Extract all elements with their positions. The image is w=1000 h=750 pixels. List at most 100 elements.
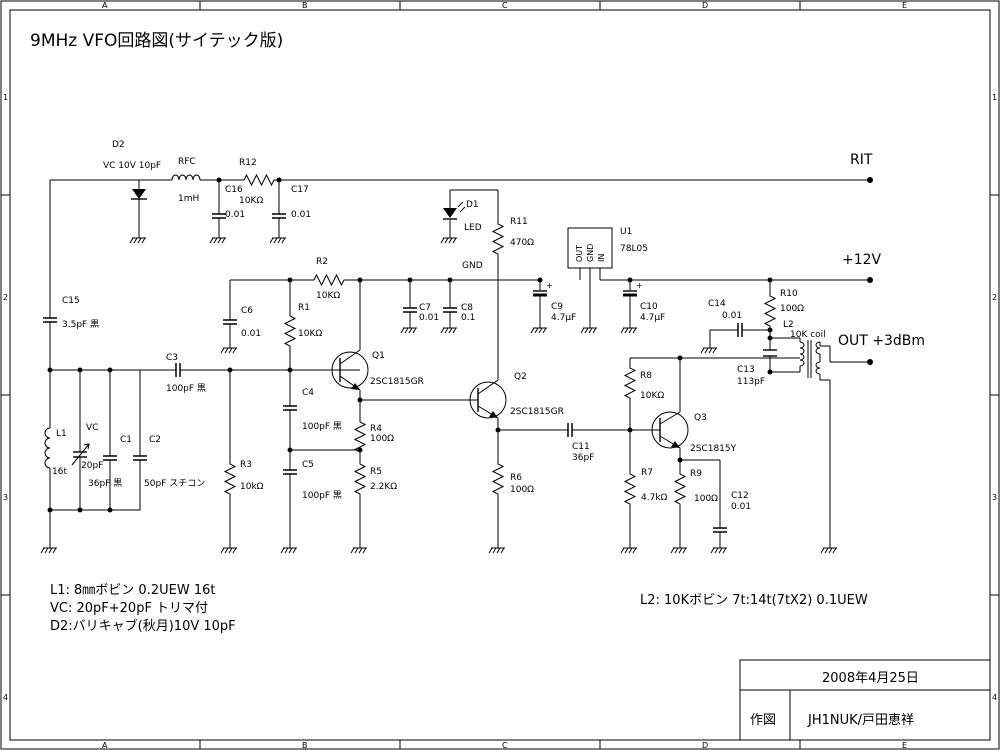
col-label: B (302, 741, 308, 750)
c14-capacitor (729, 322, 751, 338)
c5-value: 100pF 黒 (302, 490, 342, 501)
c4-label: C4 (302, 388, 314, 398)
border-labels: A B C D E A B C D E 1 2 3 4 1 2 3 4 (3, 1, 997, 750)
c6-capacitor (222, 311, 238, 333)
c8-capacitor (442, 299, 458, 321)
r9-resistor (674, 469, 686, 507)
u1-regulator: OUT GND IN (567, 227, 613, 280)
row-label: 4 (992, 693, 997, 702)
r4-label: R4 (370, 424, 382, 434)
c13-value: 113pF (737, 377, 765, 387)
rfc-label: RFC (178, 157, 196, 167)
row-label: 1 (992, 93, 997, 102)
c15-label: C15 (62, 296, 80, 306)
svg-text:+: + (636, 281, 643, 290)
c1-capacitor (102, 447, 118, 469)
c7-label: C7 (419, 303, 431, 313)
c15-capacitor (42, 309, 58, 331)
r8-value: 10KΩ (640, 391, 664, 401)
col-label: D (702, 741, 708, 750)
c9-value: 4.7μF (551, 313, 576, 323)
col-label: E (902, 1, 907, 10)
d2-value: VC 10V 10pF (103, 161, 161, 171)
r12-value: 10KΩ (239, 196, 263, 206)
row-label: 4 (3, 693, 8, 702)
c17-capacitor (271, 205, 287, 227)
r3-label: R3 (240, 460, 252, 470)
c3-label: C3 (166, 353, 178, 363)
r5-label: R5 (370, 467, 382, 477)
r2-label: R2 (316, 257, 328, 267)
c10-electrolytic-symbol: + (623, 281, 643, 302)
r10-value: 100Ω (780, 304, 804, 314)
col-label: C (502, 741, 508, 750)
rfc-inductor-symbol (171, 174, 201, 181)
c3-capacitor (167, 362, 189, 378)
c2-capacitor (132, 447, 148, 469)
q1-value: 2SC1815GR (370, 377, 424, 387)
c7-capacitor (402, 299, 418, 321)
r7-value: 4.7kΩ (641, 493, 668, 503)
col-label: C (502, 1, 508, 10)
c4-value: 100pF 黒 (302, 421, 342, 432)
q3-transistor (651, 411, 689, 449)
r1-value: 10KΩ (298, 329, 322, 339)
schematic-title: 9MHz VFO回路図(サイテック版) (30, 31, 283, 51)
r9-label: R9 (690, 469, 702, 479)
row-label: 2 (3, 293, 8, 302)
r1-label: R1 (298, 303, 310, 313)
d2-varicap-symbol (131, 189, 147, 200)
c14-label: C14 (708, 299, 726, 309)
note-l1: L1: 8㎜ボビン 0.2UEW 16t (50, 583, 215, 598)
r11-label: R11 (510, 217, 528, 227)
c2-value: 50pF スチコン (144, 478, 205, 489)
vc-value: 20pF (81, 461, 103, 471)
l1-value: 16t (52, 467, 67, 477)
u1-pin-gnd: GND (586, 244, 595, 262)
c17-label: C17 (291, 185, 309, 195)
r8-resistor (624, 363, 636, 401)
r5-resistor (354, 459, 366, 497)
r3-value: 10kΩ (240, 482, 264, 492)
col-label: A (102, 741, 108, 750)
r9-value: 100Ω (694, 494, 718, 504)
row-label: 3 (3, 493, 8, 502)
r1-resistor (284, 311, 296, 349)
notes: L1: 8㎜ボビン 0.2UEW 16t VC: 20pF+20pF トリマ付 … (50, 583, 868, 634)
c1-label: C1 (120, 435, 132, 445)
l2-value: 10K coil (790, 330, 826, 340)
u1-label: U1 (620, 227, 632, 237)
c11-label: C11 (572, 442, 590, 452)
vc-label: VC (86, 423, 98, 433)
u1-pin-in: IN (597, 254, 606, 262)
r12-label: R12 (239, 158, 257, 168)
l2-transformer-symbol (799, 340, 821, 378)
r8-label: R8 (640, 371, 652, 381)
title-block: 2008年4月25日 作図 JH1NUK/戸田恵祥 (739, 659, 991, 741)
q2-value: 2SC1815GR (510, 407, 564, 417)
c12-label: C12 (731, 491, 749, 501)
c5-label: C5 (302, 460, 314, 470)
c8-label: C8 (461, 303, 473, 313)
c11-capacitor (559, 422, 581, 438)
q3-label: Q3 (694, 413, 707, 423)
note-l2: L2: 10Kボビン 7t:14t(7tX2) 0.1UEW (640, 593, 868, 608)
r2-resistor (309, 274, 347, 286)
out-net-label: OUT +3dBm (838, 333, 925, 349)
author-name: JH1NUK/戸田恵祥 (807, 713, 914, 728)
r6-resistor (492, 459, 504, 497)
r10-resistor (764, 291, 776, 329)
drawing-date: 2008年4月25日 (822, 671, 919, 686)
r11-resistor (492, 219, 504, 257)
c10-label: C10 (640, 302, 658, 312)
q1-label: Q1 (372, 351, 385, 361)
col-label: B (302, 1, 308, 10)
c9-label: C9 (551, 302, 563, 312)
wires (49, 179, 870, 542)
c3-value: 100pF 黒 (166, 383, 206, 394)
c16-value: 0.01 (225, 210, 245, 220)
r7-resistor (624, 469, 636, 507)
r7-label: R7 (641, 468, 653, 478)
c4-capacitor (282, 397, 298, 419)
